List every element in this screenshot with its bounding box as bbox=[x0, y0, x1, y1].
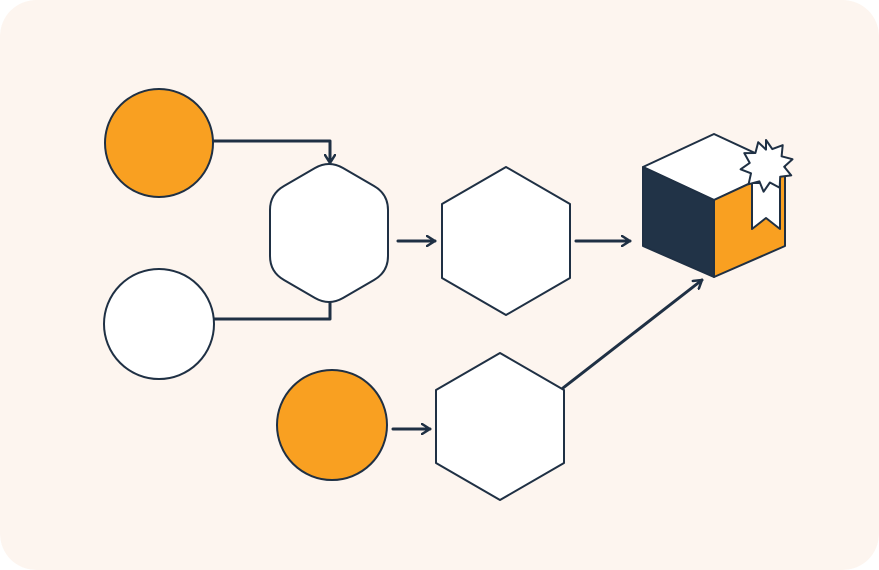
input-circle-white bbox=[103, 268, 215, 380]
edge-side-to-box bbox=[561, 278, 704, 390]
edge-circle1-to-merge bbox=[211, 139, 330, 165]
package-award-icon bbox=[642, 133, 794, 278]
input-circle-orange-bottom bbox=[276, 369, 388, 481]
input-circle-orange-top bbox=[104, 88, 214, 198]
merge-hexagon bbox=[269, 163, 389, 303]
connectors bbox=[211, 139, 704, 429]
side-hexagon bbox=[435, 352, 565, 501]
process-hexagon bbox=[441, 166, 571, 316]
award-seal-icon bbox=[739, 139, 794, 193]
